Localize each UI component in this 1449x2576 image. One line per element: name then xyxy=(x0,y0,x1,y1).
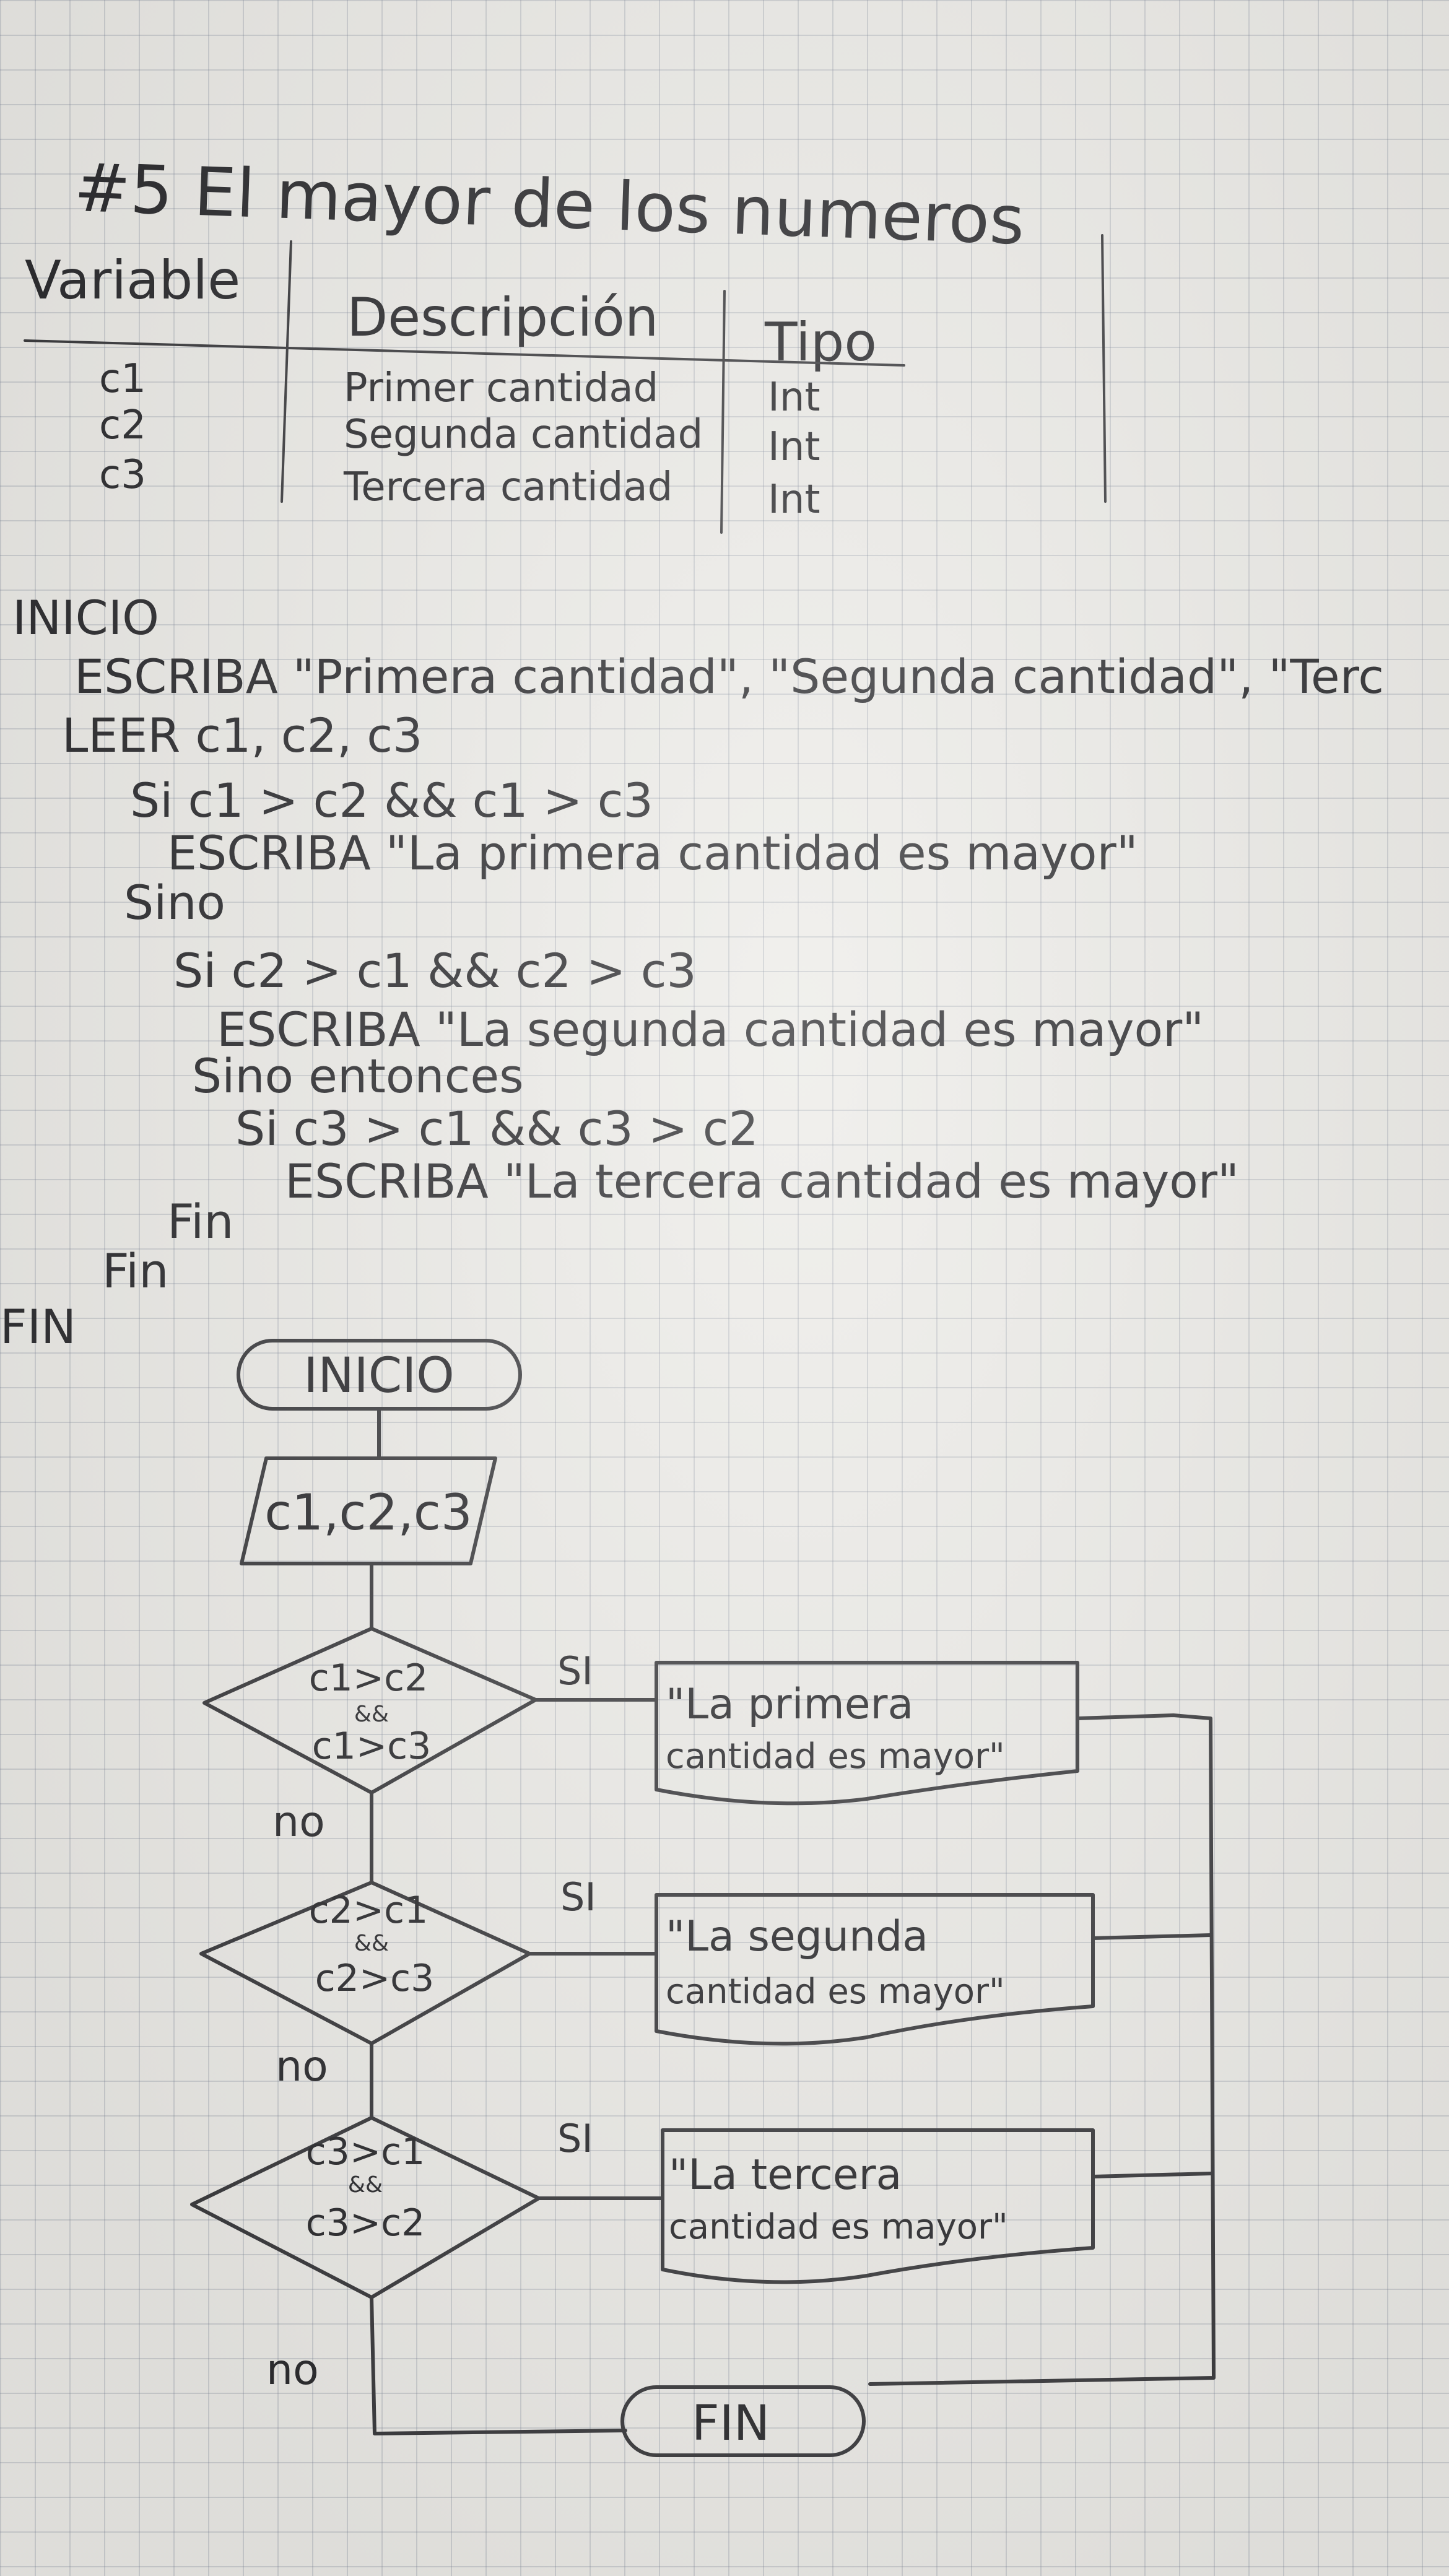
output-1-line1: "La primera xyxy=(666,1680,913,1729)
connector xyxy=(1091,2172,1212,2178)
decision-1-line3: c1>c3 xyxy=(312,1725,432,1768)
cell-var-3: c3 xyxy=(99,452,146,498)
decision-2 xyxy=(199,1881,531,2045)
code-line: Si c1 > c2 && c1 > c3 xyxy=(130,773,653,828)
decision-1-line2: && xyxy=(354,1702,389,1727)
output-2 xyxy=(655,1893,1095,2046)
end-terminal xyxy=(620,2385,866,2457)
decision-1-no: no xyxy=(272,1798,325,1847)
connector xyxy=(370,2295,627,2435)
cell-desc-2: Segunda cantidad xyxy=(344,412,703,458)
cell-desc-3: Tercera cantidad xyxy=(344,464,673,510)
cell-var-1: c1 xyxy=(99,356,146,402)
start-terminal xyxy=(237,1339,522,1411)
code-line: ESCRIBA "Primera cantidad", "Segunda can… xyxy=(74,649,1385,704)
code-line: Si c3 > c1 && c3 > c2 xyxy=(235,1101,759,1156)
cell-desc-1: Primer cantidad xyxy=(344,365,659,411)
header-descripcion: Descripción xyxy=(347,287,659,349)
header-variable: Variable xyxy=(25,250,241,311)
decision-2-line1: c2>c1 xyxy=(309,1889,429,1932)
decision-3 xyxy=(190,2116,541,2299)
output-1-line2: cantidad es mayor" xyxy=(666,1736,1005,1777)
cell-var-2: c2 xyxy=(99,402,146,448)
output-2-line2: cantidad es mayor" xyxy=(666,1972,1005,2012)
decision-3-line2: && xyxy=(348,2172,383,2198)
code-line: Si c2 > c1 && c2 > c3 xyxy=(173,943,697,998)
code-line: INICIO xyxy=(12,590,159,645)
connector xyxy=(1091,1933,1212,1940)
code-line: ESCRIBA "La tercera cantidad es mayor" xyxy=(285,1154,1239,1209)
decision-3-no: no xyxy=(266,2346,319,2395)
decision-1-line1: c1>c2 xyxy=(309,1656,429,1700)
code-line: ESCRIBA "La primera cantidad es mayor" xyxy=(167,825,1138,881)
decision-3-yes: SI xyxy=(557,2116,593,2161)
decision-2-line2: && xyxy=(354,1931,389,1956)
start-label: INICIO xyxy=(303,1348,454,1404)
header-tipo: Tipo xyxy=(765,311,877,373)
end-label: FIN xyxy=(692,2396,770,2452)
cell-type-3: Int xyxy=(768,477,820,523)
code-line: Fin xyxy=(167,1194,234,1249)
code-line: LEER c1, c2, c3 xyxy=(62,708,423,763)
cell-type-1: Int xyxy=(768,375,820,420)
decision-1 xyxy=(202,1627,537,1795)
code-line: Fin xyxy=(102,1243,169,1299)
decision-1-yes: SI xyxy=(557,1648,593,1694)
output-1 xyxy=(655,1661,1079,1806)
code-line: FIN xyxy=(0,1299,76,1354)
output-3 xyxy=(661,2128,1095,2284)
code-line: Sino xyxy=(124,875,226,930)
input-shape xyxy=(240,1456,497,1565)
cell-type-2: Int xyxy=(768,424,820,470)
decision-2-yes: SI xyxy=(560,1874,596,1920)
input-label: c1,c2,c3 xyxy=(264,1484,472,1541)
output-2-line1: "La segunda xyxy=(666,1912,928,1961)
output-3-line2: cantidad es mayor" xyxy=(669,2207,1008,2247)
decision-3-line3: c3>c2 xyxy=(306,2201,425,2245)
output-3-line1: "La tercera xyxy=(669,2151,902,2200)
decision-2-line3: c2>c3 xyxy=(315,1957,435,2000)
decision-2-no: no xyxy=(276,2042,328,2091)
table-rules xyxy=(24,234,1107,534)
code-line: Sino entonces xyxy=(192,1048,524,1103)
page-title: #5 El mayor de los numeros xyxy=(72,149,1026,260)
decision-3-line1: c3>c1 xyxy=(306,2130,425,2174)
return-line xyxy=(868,1713,1216,2386)
code-line: ESCRIBA "La segunda cantidad es mayor" xyxy=(217,1002,1204,1057)
